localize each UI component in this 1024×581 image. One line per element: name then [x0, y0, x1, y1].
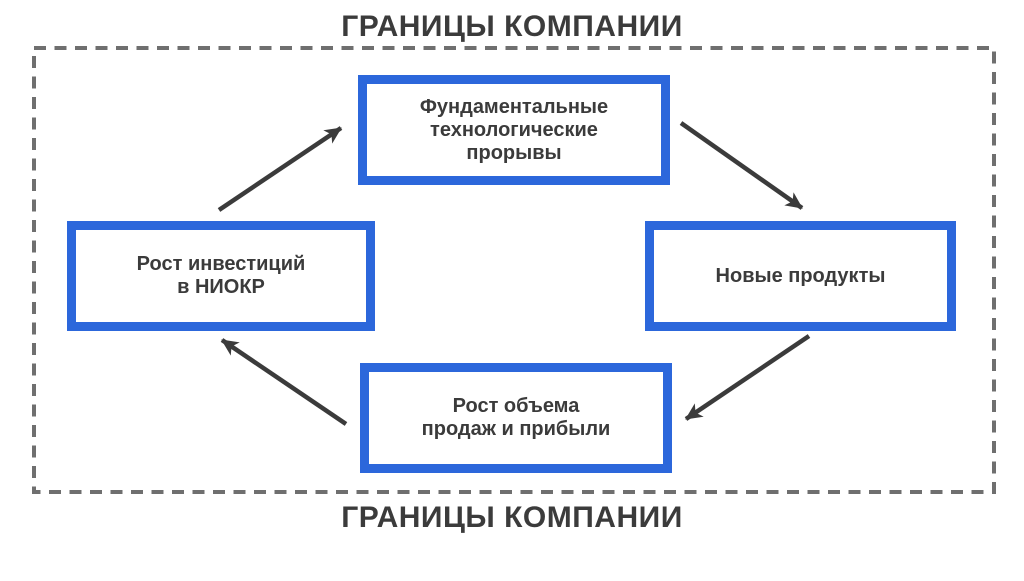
box-label-line: в НИОКР	[177, 276, 265, 298]
box-label: Рост объема продаж и прибыли	[422, 395, 611, 441]
boundary-label-bottom: ГРАНИЦЫ КОМПАНИИ	[341, 501, 683, 534]
box-fundamental-breakthroughs: Фундаментальные технологические прорывы	[358, 75, 670, 185]
box-label: Рост инвестиций в НИОКР	[137, 253, 306, 299]
box-label: Новые продукты	[716, 265, 886, 288]
box-label: Фундаментальные технологические прорывы	[420, 96, 608, 165]
box-label-line: продаж и прибыли	[421, 418, 611, 440]
company-boundary-dashed-outline	[32, 46, 996, 494]
box-label-line: технологические	[430, 118, 598, 141]
box-label-line: Фундаментальные	[419, 95, 609, 118]
arrow-products-to-sales	[684, 334, 811, 421]
arrow-investment-to-breakthroughs	[217, 126, 343, 212]
box-rd-investment-growth: Рост инвестиций в НИОКР	[67, 221, 375, 331]
box-label-line: Рост объема	[452, 395, 580, 417]
box-label-line: Рост инвестиций	[136, 253, 306, 275]
box-new-products: Новые продукты	[645, 221, 956, 331]
box-label-line: Новые продукты	[715, 264, 886, 287]
arrow-breakthroughs-to-products	[679, 121, 804, 210]
arrow-sales-to-investment	[220, 338, 348, 426]
boundary-label-top: ГРАНИЦЫ КОМПАНИИ	[341, 10, 683, 43]
box-label-line: прорывы	[466, 141, 562, 164]
box-sales-profit-growth: Рост объема продаж и прибыли	[360, 363, 672, 473]
